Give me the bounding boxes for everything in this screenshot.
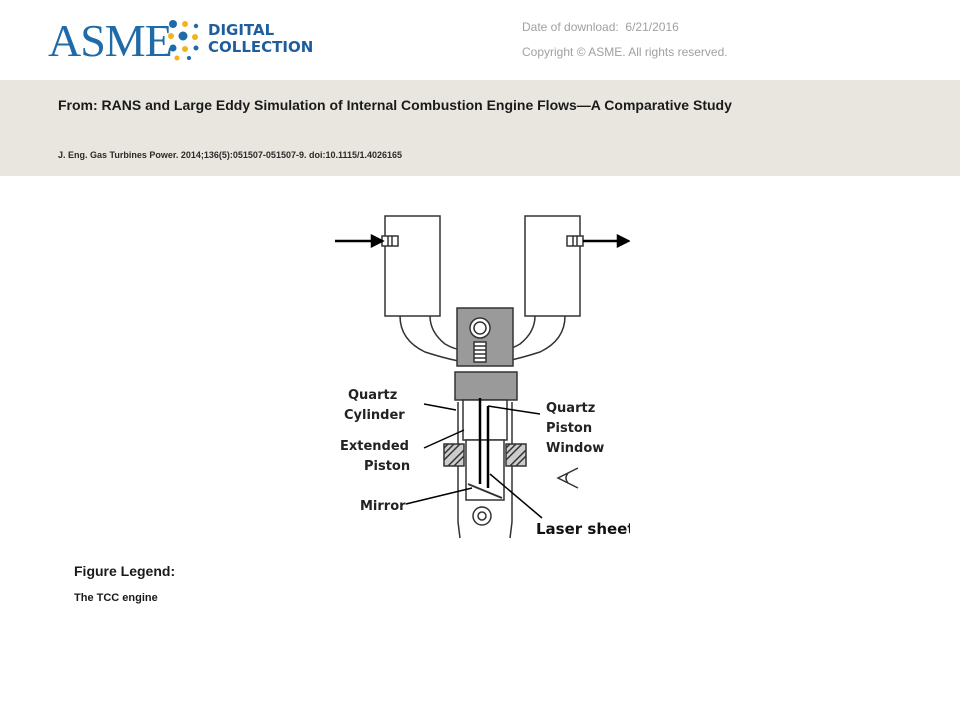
figure-legend-heading: Figure Legend: xyxy=(74,563,176,579)
engine-figure: Quartz Cylinder Extended Piston Mirror Q… xyxy=(335,215,630,539)
logo-wordmark: ASME xyxy=(48,15,173,66)
logo-subtitle: DIGITAL COLLECTION xyxy=(208,21,314,56)
label-quartz-cylinder-2: Cylinder xyxy=(344,408,405,423)
label-quartz-window-1: Quartz xyxy=(546,401,595,416)
label-extended-piston-2: Piston xyxy=(364,459,410,474)
label-mirror: Mirror xyxy=(360,499,406,514)
asme-logo[interactable]: ASME DIGITAL COLLECTION xyxy=(48,10,338,70)
label-quartz-window-2: Piston xyxy=(546,421,592,436)
copyright-notice: Copyright © ASME. All rights reserved. xyxy=(522,45,728,59)
label-quartz-window-3: Window xyxy=(546,441,604,456)
download-date: Date of download: 6/21/2016 xyxy=(522,20,679,34)
label-laser-sheet: Laser sheet xyxy=(536,520,630,538)
article-citation: J. Eng. Gas Turbines Power. 2014;136(5):… xyxy=(58,150,403,160)
label-extended-piston-1: Extended xyxy=(340,439,409,454)
label-quartz-cylinder-1: Quartz xyxy=(348,388,397,403)
article-title: From: RANS and Large Eddy Simulation of … xyxy=(58,97,732,113)
article-banner: From: RANS and Large Eddy Simulation of … xyxy=(0,80,960,176)
logo-dots-icon xyxy=(168,20,199,61)
figure-legend-text: The TCC engine xyxy=(74,592,158,604)
